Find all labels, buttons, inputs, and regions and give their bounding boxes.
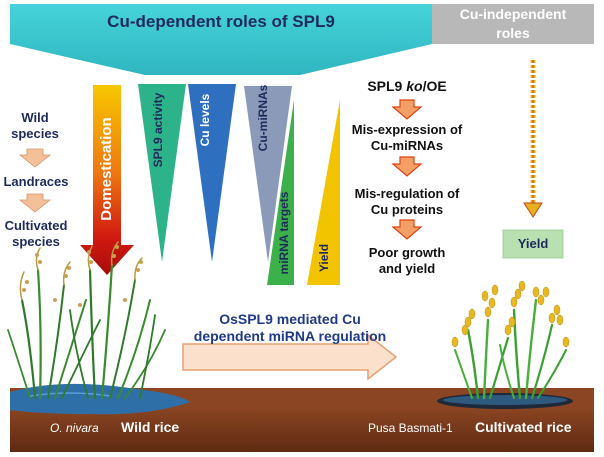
wedge-label-cu-levels: Cu levels bbox=[198, 93, 212, 147]
cu-independent-line1: Cu-independent bbox=[459, 6, 567, 22]
pathway-title: SPL9 ko/OE bbox=[342, 78, 472, 94]
wedge-label-spl9-activity: SPL9 activity bbox=[151, 92, 165, 168]
pathway-step-mis-expression: Mis-expression of Cu-miRNAs bbox=[351, 122, 463, 153]
down-arrow-landrace-to-cultivated bbox=[18, 193, 52, 213]
water-pool-wild bbox=[10, 383, 190, 415]
mediation-text: OsSPL9 mediated Cu dependent miRNA regul… bbox=[193, 311, 387, 344]
wild-rice-label: Wild rice bbox=[121, 419, 180, 435]
wild-species-name: O. nivara bbox=[50, 421, 99, 435]
wedge-cu-mirnas bbox=[244, 86, 292, 262]
domestication-label: Domestication bbox=[98, 117, 115, 221]
wedge-label-yield: Yield bbox=[317, 243, 331, 273]
wedge-label-cu-mirnas: Cu-miRNAs bbox=[256, 84, 270, 152]
evolution-step-wild: Wild species bbox=[11, 110, 59, 141]
mediation-arrow bbox=[182, 333, 398, 381]
cultivated-rice-label: Cultivated rice bbox=[475, 419, 572, 435]
cu-independent-title: Cu-independent roles bbox=[432, 5, 594, 43]
wedge-yield bbox=[307, 100, 340, 285]
pathway-arrow-1 bbox=[391, 99, 423, 120]
pathway-step-poor-growth: Poor growth and yield bbox=[368, 245, 446, 276]
pathway-step-mis-regulation: Mis-regulation of Cu proteins bbox=[354, 186, 460, 217]
wedge-spl9-activity bbox=[138, 84, 186, 262]
pathway-title-suffix: /OE bbox=[422, 78, 447, 94]
wedge-mirna-targets bbox=[267, 100, 294, 285]
evolution-step-landrace: Landraces bbox=[3, 174, 69, 189]
cu-independent-yield-label: Yield bbox=[517, 236, 549, 251]
ground-soil bbox=[10, 408, 594, 452]
wild-rice-plants bbox=[7, 241, 166, 400]
evolution-step-cultivated: Cultivated species bbox=[4, 218, 68, 249]
water-pool-cultivated-surface bbox=[443, 395, 567, 405]
pathway-title-italic: ko bbox=[406, 78, 423, 94]
pathway-title-prefix: SPL9 bbox=[367, 78, 407, 94]
pathway-arrow-2 bbox=[391, 156, 423, 177]
wild-rice-grains bbox=[22, 245, 143, 307]
wedge-cu-levels bbox=[188, 84, 236, 262]
down-arrow-wild-to-landrace bbox=[18, 148, 52, 168]
pathway-arrow-3 bbox=[391, 219, 423, 240]
cu-independent-line2: roles bbox=[496, 25, 530, 41]
cu-dependent-header-funnel bbox=[10, 4, 432, 75]
cu-dependent-title: Cu-dependent roles of SPL9 bbox=[107, 12, 335, 31]
cultivated-rice-panicles bbox=[451, 280, 570, 348]
wedge-label-mirna-targets: miRNA targets bbox=[277, 191, 291, 275]
domestication-arrow bbox=[80, 85, 134, 275]
cu-independent-header-box bbox=[432, 4, 594, 44]
cu-independent-yield-box bbox=[502, 229, 564, 259]
cultivar-name: Pusa Basmati-1 bbox=[368, 421, 453, 435]
cu-independent-dashed-arrowhead bbox=[523, 202, 543, 218]
